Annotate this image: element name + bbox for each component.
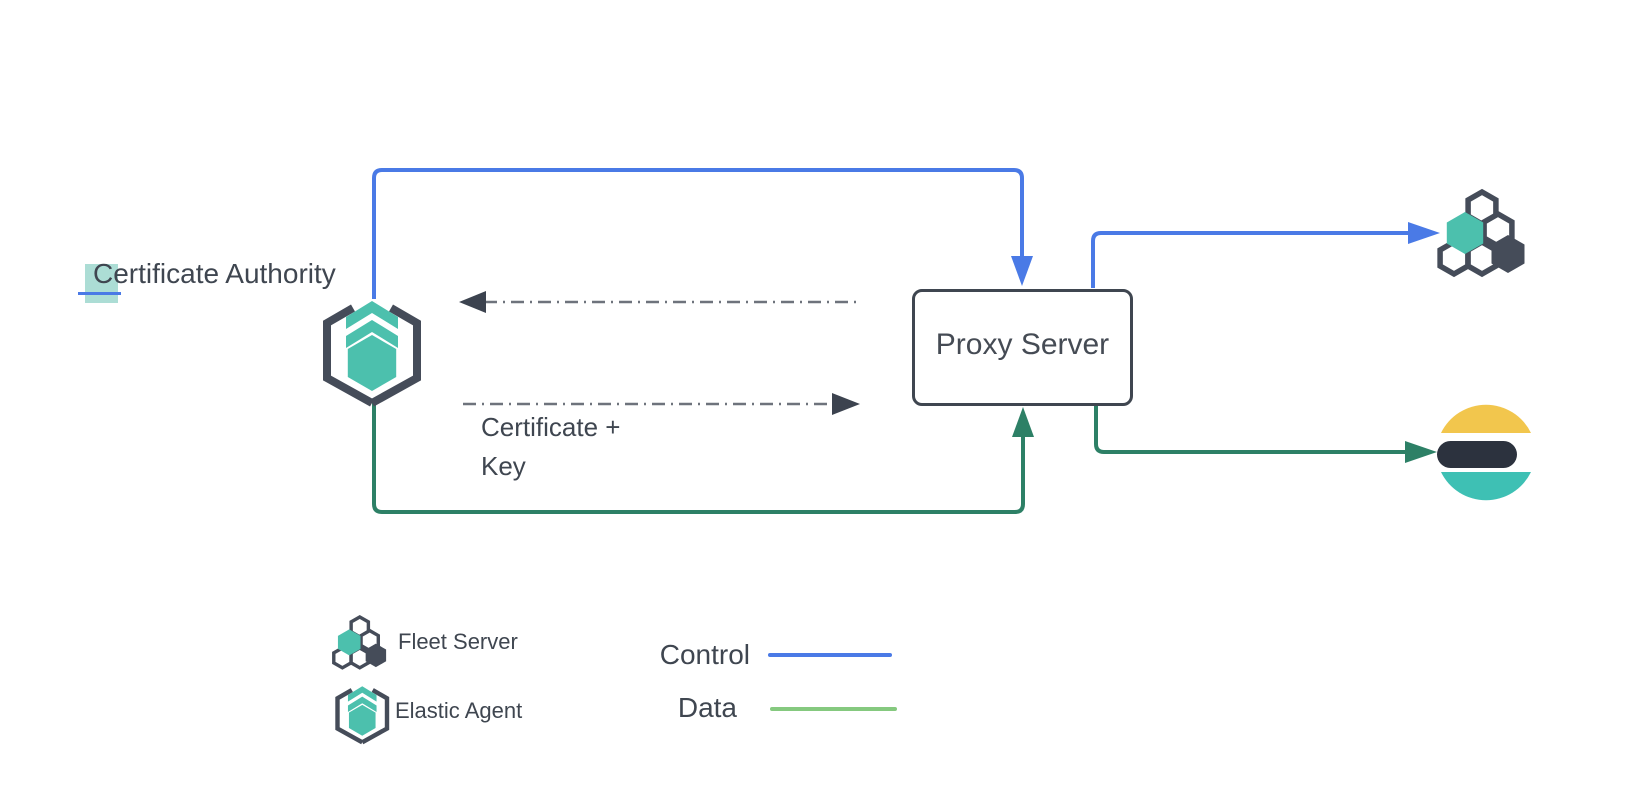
elastic-agent-icon — [327, 301, 417, 403]
legend-control-label: Control — [659, 639, 750, 670]
data-arrowhead-into-elasticsearch — [1405, 441, 1437, 463]
legend-fleet-server-label: Fleet Server — [398, 629, 518, 654]
cert-dashed-arrowhead-left — [459, 291, 486, 313]
legend-control-line — [768, 653, 892, 657]
legend-elastic-agent-icon — [338, 686, 388, 742]
certificate-key-label: Certificate + Key — [481, 412, 621, 481]
control-line-agent-to-proxy — [372, 168, 1024, 299]
data-line-agent-to-proxy — [372, 402, 1025, 514]
control-arrowhead-into-fleet — [1408, 222, 1440, 244]
certificate-authority-label: Certificate Authority — [93, 258, 336, 289]
fleet-server-icon — [1440, 192, 1524, 274]
data-arrowhead-into-proxy — [1012, 407, 1034, 437]
elasticsearch-logo — [1437, 404, 1531, 501]
legend-fleet-server-icon — [332, 615, 388, 670]
control-arrowhead-into-proxy — [1011, 256, 1033, 286]
text-caret-underline — [78, 292, 121, 295]
legend-data-label: Data — [677, 692, 737, 723]
proxy-server-label: Proxy Server — [935, 327, 1110, 361]
cert-key-dashed-arrowhead-right — [832, 393, 860, 415]
control-line-proxy-to-fleet — [1091, 231, 1408, 288]
legend-data-line — [770, 707, 897, 711]
legend-elastic-agent-label: Elastic Agent — [395, 698, 523, 723]
text-selection-highlight — [85, 264, 118, 303]
proxy-server-node: Proxy Server — [912, 289, 1133, 406]
data-line-proxy-to-elasticsearch — [1094, 406, 1405, 454]
